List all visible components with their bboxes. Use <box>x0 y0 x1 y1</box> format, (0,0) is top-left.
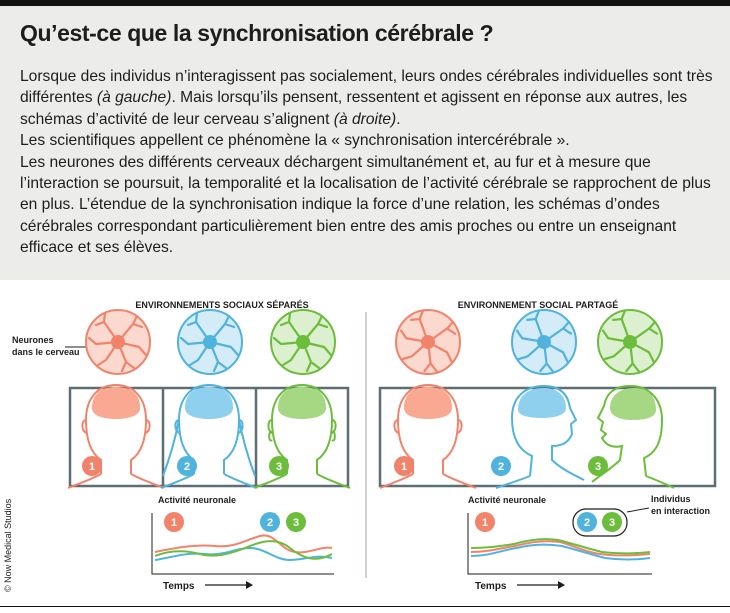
interaction-label-line1: Individus <box>651 494 691 504</box>
header-panel: Qu’est-ce que la synchronisation cérébra… <box>0 6 730 280</box>
activity-label-right: Activité neuronale <box>468 495 546 505</box>
neuron-circle-2-right <box>507 305 580 379</box>
interaction-pill <box>572 508 628 537</box>
svg-text:2: 2 <box>498 461 504 473</box>
top-rule <box>0 0 730 6</box>
paragraph-3: Les neurones des différents cerveaux déc… <box>20 153 711 257</box>
badge-1-left: 1 <box>82 456 102 476</box>
svg-text:3: 3 <box>609 517 615 529</box>
paragraph-1: Lorsque des individus n’interagissent pa… <box>20 68 713 128</box>
page-title: Qu’est-ce que la synchronisation cérébra… <box>20 20 494 46</box>
activity-chart-left <box>151 513 334 575</box>
chart-badge-1-left: 1 <box>164 512 184 532</box>
person-2-right <box>495 384 585 489</box>
svg-text:2: 2 <box>584 517 590 529</box>
badge-1-right: 1 <box>394 456 414 476</box>
bottom-rule <box>0 606 730 607</box>
interaction-pointer <box>626 507 650 513</box>
badge-2-right: 2 <box>491 456 511 476</box>
svg-text:1: 1 <box>89 461 95 473</box>
brain-sync-diagram: ENVIRONNEMENTS SOCIAUX SÉPARÉS ENVIRONNE… <box>12 300 717 592</box>
time-arrow-left <box>205 581 253 589</box>
svg-text:2: 2 <box>184 461 190 473</box>
svg-text:3: 3 <box>595 461 601 473</box>
neuron-circle-1-left <box>85 309 151 375</box>
right-section-heading: ENVIRONNEMENT SOCIAL PARTAGÉ <box>458 300 619 310</box>
svg-text:3: 3 <box>293 517 299 529</box>
left-section-heading: ENVIRONNEMENTS SOCIAUX SÉPARÉS <box>135 300 308 310</box>
neuron-circle-2-left <box>177 309 243 375</box>
person-2-left <box>160 384 258 489</box>
person-3-right <box>591 384 675 489</box>
chart-badge-3-right: 3 <box>602 512 622 532</box>
chart-badge-2-left: 2 <box>260 512 280 532</box>
svg-text:1: 1 <box>171 517 177 529</box>
badge-3-right: 3 <box>588 456 608 476</box>
time-label-left: Temps <box>163 581 195 592</box>
activity-label-left: Activité neuronale <box>158 495 236 505</box>
svg-text:1: 1 <box>401 461 407 473</box>
interaction-label-line2: en interaction <box>651 506 710 516</box>
time-arrow-right <box>517 581 565 589</box>
svg-text:2: 2 <box>267 517 273 529</box>
chart-badge-2-right: 2 <box>577 512 597 532</box>
neuron-circle-3-left <box>270 309 336 375</box>
svg-text:3: 3 <box>276 461 282 473</box>
neuron-circle-1-right <box>391 305 464 379</box>
svg-text:1: 1 <box>482 517 488 529</box>
chart-badge-1-right: 1 <box>475 512 495 532</box>
badge-3-left: 3 <box>269 456 289 476</box>
person-3-left <box>253 384 351 489</box>
time-label-right: Temps <box>475 581 507 592</box>
chart-badge-3-left: 3 <box>286 512 306 532</box>
neurons-label-line1: Neurones <box>12 335 54 345</box>
intro-text: Lorsque des individus n’interagissent pa… <box>20 66 720 259</box>
neurons-label-line2: dans le cerveau <box>12 347 80 357</box>
paragraph-2: Les scientifiques appellent ce phénomène… <box>20 132 570 150</box>
neuron-circle-3-right <box>593 305 666 379</box>
image-credit: © Now Medical Studios <box>3 498 13 592</box>
activity-chart-right <box>467 513 652 575</box>
badge-2-left: 2 <box>177 456 197 476</box>
